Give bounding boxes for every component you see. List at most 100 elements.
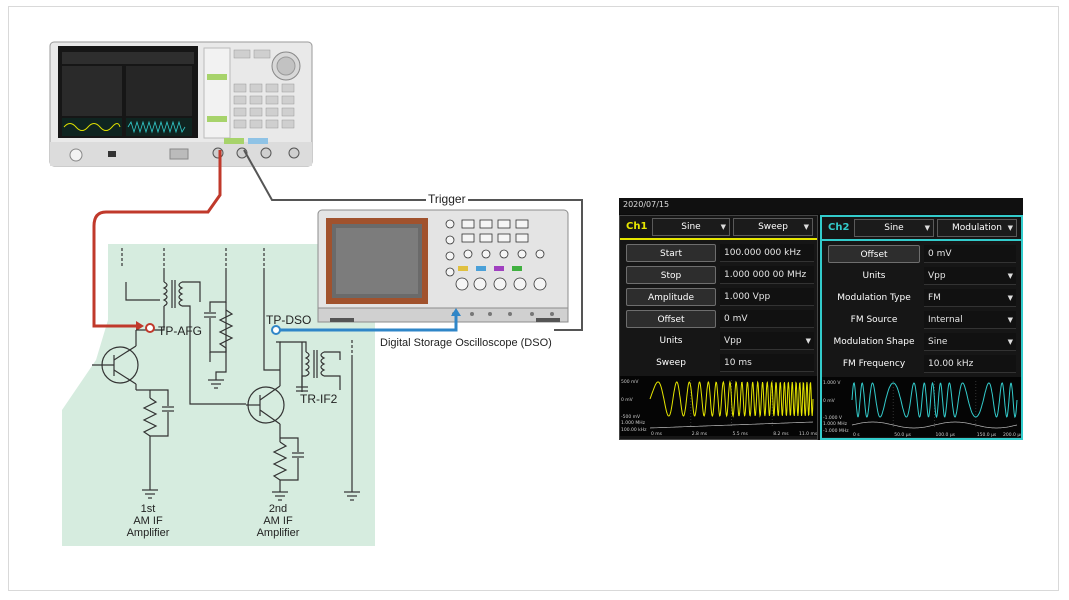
ch2-fm-source-label: FM Source [850, 315, 898, 325]
ch1-offset-field[interactable]: 0 mV [720, 310, 814, 328]
ch1-stop-button[interactable]: Stop [626, 266, 716, 284]
tr-if2-label: TR-IF2 [300, 392, 338, 406]
chevron-down-icon: ▼ [805, 337, 811, 345]
trigger-cable [243, 149, 583, 331]
ch2-x-tick-label: 150.0 µs [977, 432, 997, 437]
ch2-x-tick-label: 0 s [853, 432, 860, 437]
dso-label: Digital Storage Oscilloscope (DSO) [380, 337, 552, 349]
ch2-signal-trace [851, 381, 1018, 419]
ch1-y-tick-label: 100.00 kHz [621, 427, 647, 433]
ch1-offset-value: 0 mV [724, 314, 748, 324]
date-text: 2020/07/15 [623, 200, 670, 209]
ch1-waveform-value: Sine [681, 222, 701, 232]
ch2-units-label: Units [862, 271, 886, 281]
ch2-y-tick-label: 1.000 V [823, 380, 841, 386]
ch2-offset-value: 0 mV [928, 249, 952, 259]
ch1-units-field[interactable]: Vpp▼ [720, 332, 814, 350]
ch2-offset-field[interactable]: 0 mV [924, 245, 1016, 263]
chevron-down-icon: ▼ [803, 223, 809, 231]
ch1-signal-trace [649, 380, 814, 418]
ch2-waveform-plot: 1.000 V 0 mV -1.000 V1.000 MHz-1.000 MHz 0 … [822, 377, 1021, 437]
chevron-down-icon: ▼ [1007, 338, 1013, 346]
ch1-sweep-label: Sweep [656, 358, 686, 368]
ch1-mode-select[interactable]: Sweep ▼ [733, 218, 813, 236]
ch1-y-tick-label: -500 mV [621, 414, 641, 420]
ch1-amplitude-value: 1.000 Vpp [724, 292, 771, 302]
ch2-modulation-type-field[interactable]: FM▼ [924, 289, 1016, 307]
ch2-y-tick-label: 1.000 MHz [823, 421, 848, 427]
setup-diagram [49, 41, 583, 546]
ch1-label: Ch1 [626, 221, 648, 232]
ch2-y-tick-label: -1.000 MHz [823, 428, 849, 434]
ch1-x-tick-label: 5.5 ms [733, 431, 749, 436]
ch2-x-tick-label: 50.0 µs [894, 432, 911, 437]
ch2-fm-frequency-field[interactable]: 10.00 kHz [924, 355, 1016, 373]
chevron-down-icon: ▼ [1007, 224, 1013, 232]
ch1-y-tick-label: 1.000 MHz [621, 420, 646, 426]
chevron-down-icon: ▼ [1007, 316, 1013, 324]
tp-afg-label: TP-AFG [158, 324, 202, 338]
ch1-amplitude-button[interactable]: Amplitude [626, 288, 716, 306]
ch2-fm-frequency-label: FM Frequency [842, 359, 906, 369]
ch1-mode-value: Sweep [758, 222, 788, 232]
ch2-header: Ch2 Sine▼ Modulation▼ [822, 217, 1021, 241]
ch1-sweep-value: 10 ms [724, 358, 752, 368]
ch1-amplitude-field[interactable]: 1.000 Vpp [720, 288, 814, 306]
stage1-line2: AM IF [133, 515, 163, 527]
chevron-down-icon: ▼ [1007, 294, 1013, 302]
ch2-waveform-select[interactable]: Sine▼ [854, 219, 934, 237]
ch1-sweep-field[interactable]: 10 ms [720, 354, 814, 372]
ch2-modulation-shape-value: Sine [928, 337, 948, 347]
chevron-down-icon: ▼ [924, 224, 930, 232]
circuit-background [62, 244, 375, 546]
ch1-y-tick-label: 500 mV [621, 379, 639, 385]
ch2-fm-frequency-value: 10.00 kHz [928, 359, 974, 369]
ch1-x-tick-label: 8.2 ms [773, 431, 789, 436]
trigger-label: Trigger [426, 192, 468, 206]
ch2-x-tick-label: 200.0 µs [1003, 432, 1021, 437]
ch1-units-label: Units [659, 336, 683, 346]
ch1-stop-field[interactable]: 1.000 000 00 MHz [720, 266, 814, 284]
tp-dso-label: TP-DSO [266, 313, 312, 327]
date-bar: 2020/07/15 [619, 198, 1023, 214]
stage1-line1: 1st [140, 503, 156, 515]
stage2-line1: 2nd [268, 503, 288, 515]
afg-output-cable [92, 150, 222, 328]
ch2-y-tick-label: -1.000 V [823, 415, 843, 421]
ch2-offset-button[interactable]: Offset [828, 245, 920, 263]
ch1-x-tick-label: 0 ms [651, 431, 663, 436]
chevron-down-icon: ▼ [720, 223, 726, 231]
ch1-start-value: 100.000 000 kHz [724, 248, 801, 258]
ch2-modulation-type-label: Modulation Type [837, 293, 911, 303]
figure-frame [8, 6, 1059, 591]
ch1-x-tick-label: 11.0 ms [799, 431, 817, 436]
ch2-y-tick-label: 0 mV [823, 398, 836, 404]
ch1-stop-value: 1.000 000 00 MHz [724, 270, 807, 280]
stage1-label: 1st AM IF Amplifier [120, 503, 176, 539]
ch1-y-tick-label: 0 mV [621, 397, 634, 403]
ch1-start-field[interactable]: 100.000 000 kHz [720, 244, 814, 262]
oscilloscope [317, 209, 569, 323]
ch2-x-tick-label: 100.0 µs [936, 432, 956, 437]
ch2-mode-value: Modulation [952, 223, 1002, 233]
ch1-start-button[interactable]: Start [626, 244, 716, 262]
ch1-waveform-select[interactable]: Sine ▼ [652, 218, 730, 236]
ch1-frequency-trace [649, 421, 814, 429]
stage2-line2: AM IF [263, 515, 293, 527]
function-generator [49, 41, 313, 167]
ch2-units-field[interactable]: Vpp ▼ [924, 267, 1016, 285]
ch2-modulation-shape-field[interactable]: Sine ▼ [924, 333, 1016, 351]
ch2-mode-select[interactable]: Modulation ▼ [937, 219, 1017, 237]
ch2-fm-source-field[interactable]: Internal ▼ [924, 311, 1016, 329]
ch2-units-value: Vpp [928, 271, 946, 281]
ch1-x-tick-label: 2.8 ms [692, 431, 708, 436]
stage2-label: 2nd AM IF Amplifier [250, 503, 306, 539]
stage2-line3: Amplifier [256, 527, 300, 539]
stage1-line3: Amplifier [126, 527, 170, 539]
if-amplifier-circuit [92, 248, 360, 501]
ch2-fm-source-value: Internal [928, 315, 963, 325]
chevron-down-icon: ▼ [1007, 272, 1013, 280]
ch1-offset-button[interactable]: Offset [626, 310, 716, 328]
